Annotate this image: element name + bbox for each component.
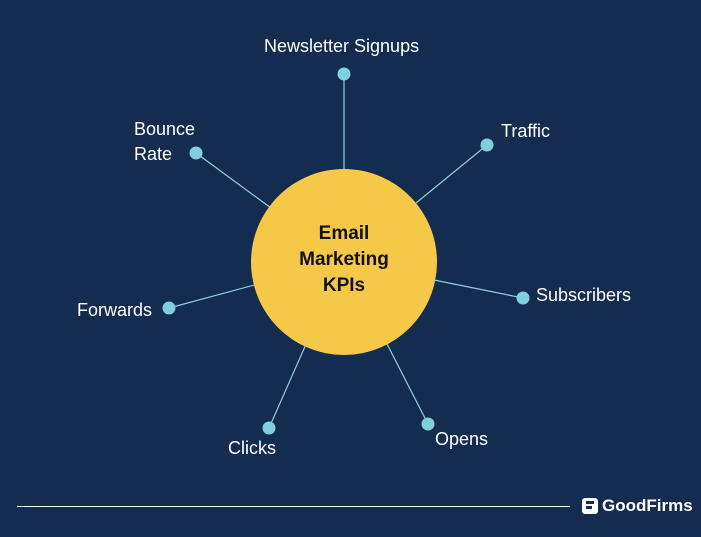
node-label-opens: Opens	[435, 429, 489, 449]
node-dot-subscribers	[516, 291, 530, 305]
connector-forwards	[168, 283, 259, 309]
node-dot-newsletter	[337, 67, 351, 81]
node-dot-forwards	[162, 301, 176, 315]
node-label-subscribers: Subscribers	[536, 285, 632, 305]
center-label-line-1: Email	[318, 223, 370, 244]
connector-traffic	[415, 144, 488, 204]
node-label-bounce-line-2: Rate	[134, 144, 173, 164]
connector-opens	[385, 341, 429, 425]
node-dot-clicks	[262, 421, 276, 435]
node-label-bounce-line-1: Bounce	[134, 119, 196, 139]
node-label-traffic: Traffic	[501, 121, 551, 141]
connector-bounce	[195, 152, 272, 209]
goodfirms-logo-icon	[582, 498, 598, 514]
node-label-forwards: Forwards	[77, 300, 153, 320]
brand-logo: GoodFirms	[582, 496, 693, 516]
node-label-clicks: Clicks	[228, 438, 276, 458]
brand-name: GoodFirms	[602, 496, 693, 515]
footer-divider	[17, 506, 570, 507]
node-dot-bounce	[189, 146, 203, 160]
node-dot-traffic	[480, 138, 494, 152]
connector-subscribers	[433, 279, 524, 299]
center-label-line-2: Marketing	[299, 249, 389, 270]
connector-clicks	[268, 341, 308, 429]
node-dot-opens	[421, 417, 435, 431]
center-circle	[251, 169, 437, 355]
center-label: Email Marketing KPIs	[254, 221, 434, 299]
node-label-bounce: Bounce Rate	[134, 117, 195, 167]
center-label-line-3: KPIs	[322, 275, 366, 296]
node-label-newsletter: Newsletter Signups	[264, 36, 420, 56]
